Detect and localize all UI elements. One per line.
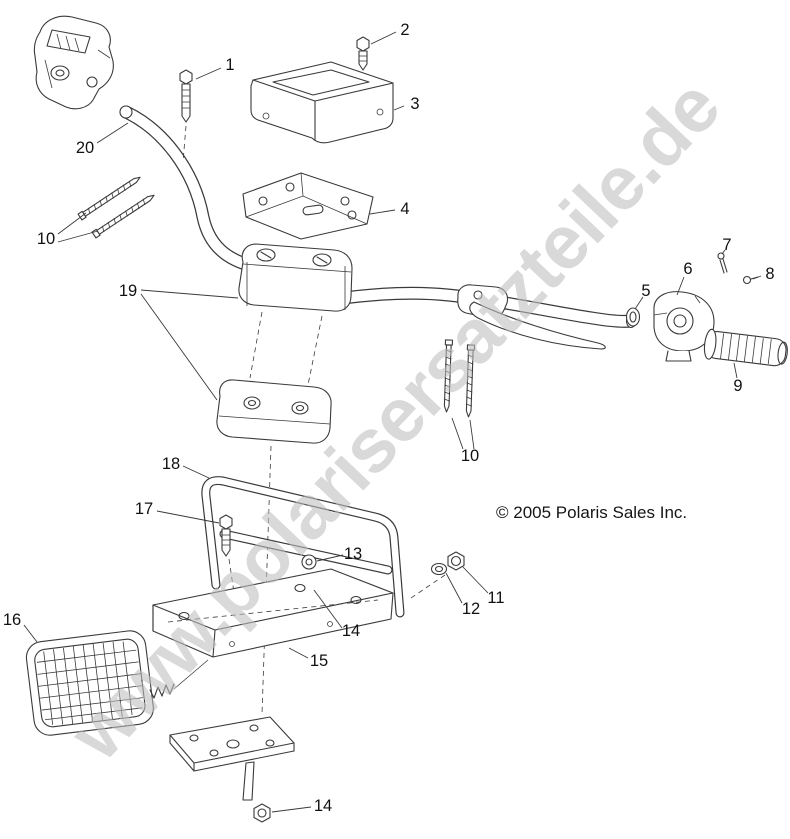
callout-8-10: 8 (765, 264, 775, 283)
part-bolt-1 (179, 69, 193, 163)
callout-19-6: 19 (118, 281, 138, 300)
callout-10-5: 10 (36, 229, 56, 248)
part-screws-10-middle (442, 339, 476, 418)
callout-5-7: 5 (641, 281, 651, 300)
part-bushing (625, 307, 641, 327)
part-headlight (25, 630, 154, 736)
callout-4-3: 4 (400, 199, 410, 218)
part-clamp-upper (238, 243, 353, 312)
callout-20-4: 20 (75, 138, 95, 157)
part-throttle-housing (33, 15, 114, 110)
part-brake-lever (457, 284, 606, 350)
callout-6-8: 6 (683, 259, 693, 278)
callout-14-16: 14 (341, 621, 361, 640)
callout-18-13: 18 (161, 454, 181, 473)
callout-16-18: 16 (2, 610, 22, 629)
callout-11-19: 11 (487, 588, 505, 607)
part-pod-frame (201, 476, 405, 618)
callout-1-0: 1 (225, 55, 235, 74)
part-bracket (242, 172, 374, 240)
part-nut-14-bottom (253, 803, 271, 823)
part-headlight-stud-spring (149, 659, 209, 699)
part-grip (703, 328, 788, 367)
callout-2-1: 2 (400, 20, 410, 39)
part-washer-12 (407, 562, 448, 601)
part-screws-10-left (77, 173, 157, 239)
callout-10-12: 10 (460, 446, 480, 465)
callout-3-2: 3 (410, 94, 420, 113)
part-nut-11 (447, 551, 465, 571)
part-clamp-lower (216, 311, 332, 715)
callout-9-11: 9 (733, 376, 743, 395)
part-screw-7 (717, 252, 728, 274)
callout-15-17: 15 (309, 651, 329, 670)
callout-12-20: 12 (461, 599, 481, 618)
callout-7-9: 7 (722, 235, 732, 254)
part-mounting-plate (152, 568, 394, 658)
copyright-text: © 2005 Polaris Sales Inc. (496, 503, 688, 522)
callout-13-15: 13 (343, 544, 363, 563)
part-bolt-2 (356, 36, 370, 71)
part-steering-plate (169, 716, 295, 801)
callout-14-21: 14 (313, 796, 333, 815)
callout-17-14: 17 (134, 499, 154, 518)
part-switch-housing (653, 291, 715, 362)
leader-lines (23, 31, 762, 813)
part-washer-13 (301, 554, 317, 570)
part-cover (250, 61, 394, 144)
